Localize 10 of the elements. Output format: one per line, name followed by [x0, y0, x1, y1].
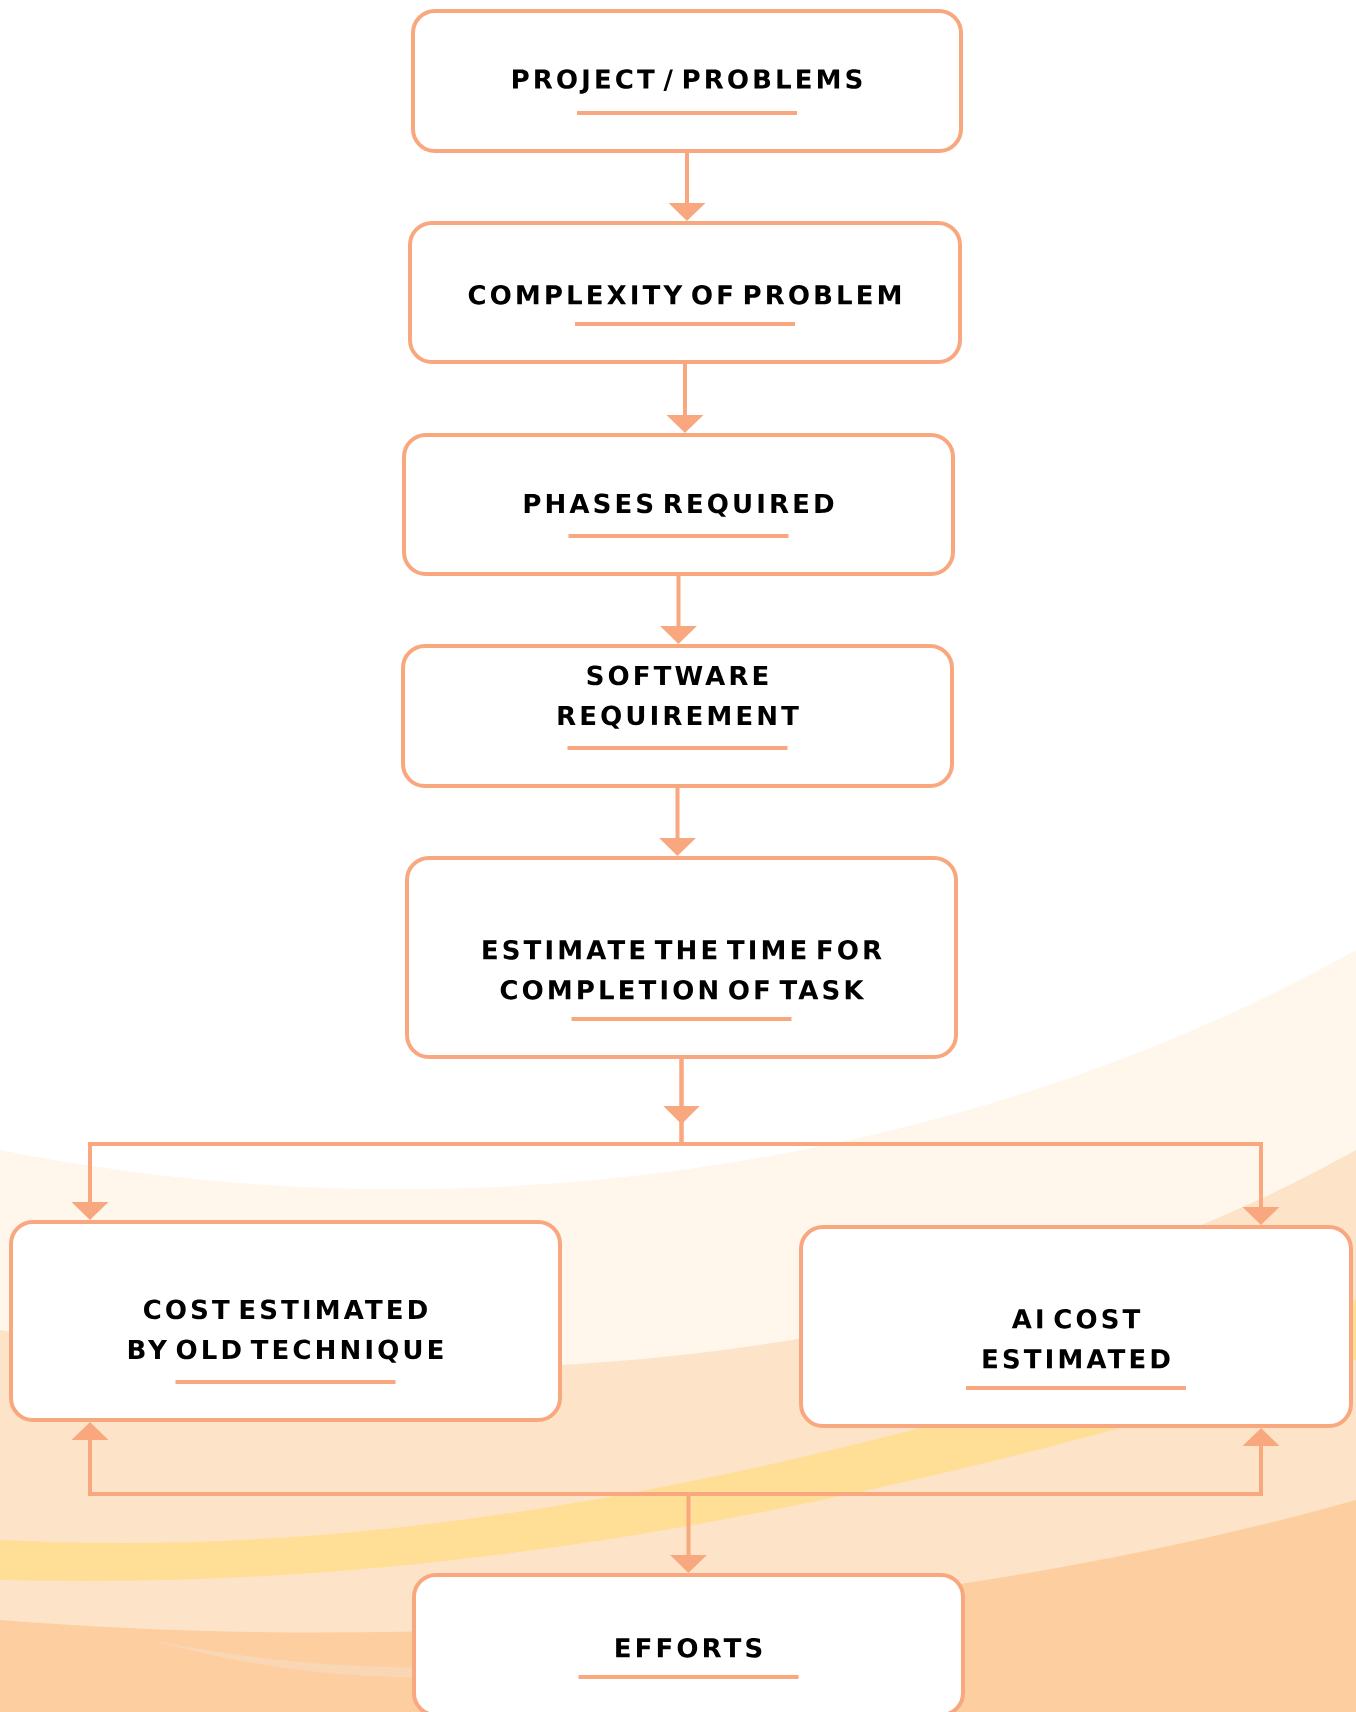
process-box: SOFTWARE REQUIREMENT [401, 644, 954, 788]
process-box: AI COST ESTIMATED [799, 1225, 1353, 1428]
process-box: ESTIMATE THE TIME FOR COMPLETION OF TASK [405, 856, 958, 1059]
process-box: PROJECT / PROBLEMS [411, 9, 963, 153]
arrow [663, 1059, 1280, 1225]
process-box: EFFORTS [412, 1573, 965, 1712]
process-box: PHASES REQUIRED [402, 433, 955, 576]
arrow [71, 1422, 689, 1496]
process-box: COMPLEXITY OF PROBLEM [408, 221, 962, 364]
process-box: COST ESTIMATED BY OLD TECHNIQUE [9, 1220, 562, 1422]
